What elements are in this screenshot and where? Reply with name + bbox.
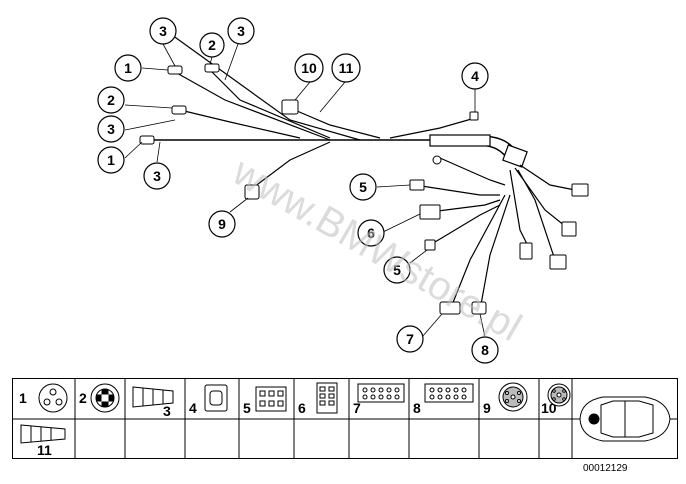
callout-10: 10 [294, 53, 324, 83]
svg-text:9: 9 [218, 216, 226, 232]
callout-3-left: 3 [97, 115, 125, 143]
circular-multipin-icon [547, 383, 571, 407]
square-socket-icon [204, 384, 228, 412]
callout-8: 8 [471, 336, 499, 364]
svg-text:8: 8 [481, 342, 489, 358]
svg-text:4: 4 [471, 68, 479, 84]
diagram-reference-code: 00012129 [583, 463, 628, 474]
svg-text:5: 5 [359, 179, 367, 195]
legend-num-5: 5 [243, 400, 251, 416]
callout-2-top: 2 [199, 32, 225, 58]
rect-connector-multi-icon [424, 383, 474, 403]
rect-connector-multi-icon [357, 383, 405, 403]
callout-11: 11 [331, 53, 361, 83]
callout-1-left: 1 [97, 146, 125, 174]
svg-text:6: 6 [367, 225, 375, 241]
boot-plug-icon [20, 424, 66, 444]
callout-5-lower: 5 [383, 256, 411, 284]
harness-wires [150, 29, 576, 311]
round-connector-3pin-icon [38, 383, 68, 413]
legend-num-11: 11 [37, 442, 52, 458]
harness-connectors [139, 63, 589, 315]
legend-num-6: 6 [298, 400, 306, 416]
svg-text:1: 1 [107, 152, 115, 168]
callout-6: 6 [357, 219, 385, 247]
callout-3-bottom: 3 [143, 162, 171, 190]
legend-num-2: 2 [79, 390, 87, 406]
parts-legend: 1 2 3 4 5 6 [12, 378, 678, 459]
legend-num-4: 4 [189, 400, 197, 416]
svg-text:3: 3 [107, 121, 115, 137]
block-connector-6pin-icon [255, 386, 287, 412]
legend-num-8: 8 [413, 400, 421, 416]
round-connector-4pin-icon [90, 383, 120, 413]
block-connector-8pin-icon [316, 382, 338, 414]
legend-num-1: 1 [19, 390, 27, 406]
svg-text:11: 11 [339, 60, 354, 76]
legend-num-7: 7 [353, 400, 361, 416]
svg-text:10: 10 [301, 60, 317, 76]
legend-num-9: 9 [483, 400, 491, 416]
callout-9: 9 [208, 210, 236, 238]
svg-text:3: 3 [159, 23, 167, 39]
callout-3-top-right: 3 [227, 17, 255, 45]
callout-leaders [124, 43, 486, 338]
svg-text:3: 3 [237, 23, 245, 39]
callout-3-top: 3 [149, 17, 177, 45]
svg-text:7: 7 [406, 331, 414, 347]
legend-grid [13, 379, 677, 458]
svg-text:1: 1 [124, 60, 132, 76]
legend-num-3: 3 [163, 403, 171, 419]
wiring-harness-diagram: 3 2 3 1 10 11 4 2 3 1 3 5 9 6 5 7 8 www.… [97, 17, 589, 364]
circular-multipin-icon [498, 382, 528, 412]
svg-text:3: 3 [153, 168, 161, 184]
callout-4: 4 [461, 62, 489, 90]
callout-1-top: 1 [114, 54, 142, 82]
watermark-text: www.BMWstore.pl [225, 149, 529, 350]
callout-7: 7 [396, 325, 424, 353]
boot-plug-icon [132, 386, 174, 408]
svg-text:2: 2 [208, 37, 216, 53]
svg-text:2: 2 [107, 92, 115, 108]
callout-2-left: 2 [97, 86, 125, 114]
car-top-view-icon [579, 396, 671, 442]
svg-text:5: 5 [393, 262, 401, 278]
callout-5-upper: 5 [349, 173, 377, 201]
